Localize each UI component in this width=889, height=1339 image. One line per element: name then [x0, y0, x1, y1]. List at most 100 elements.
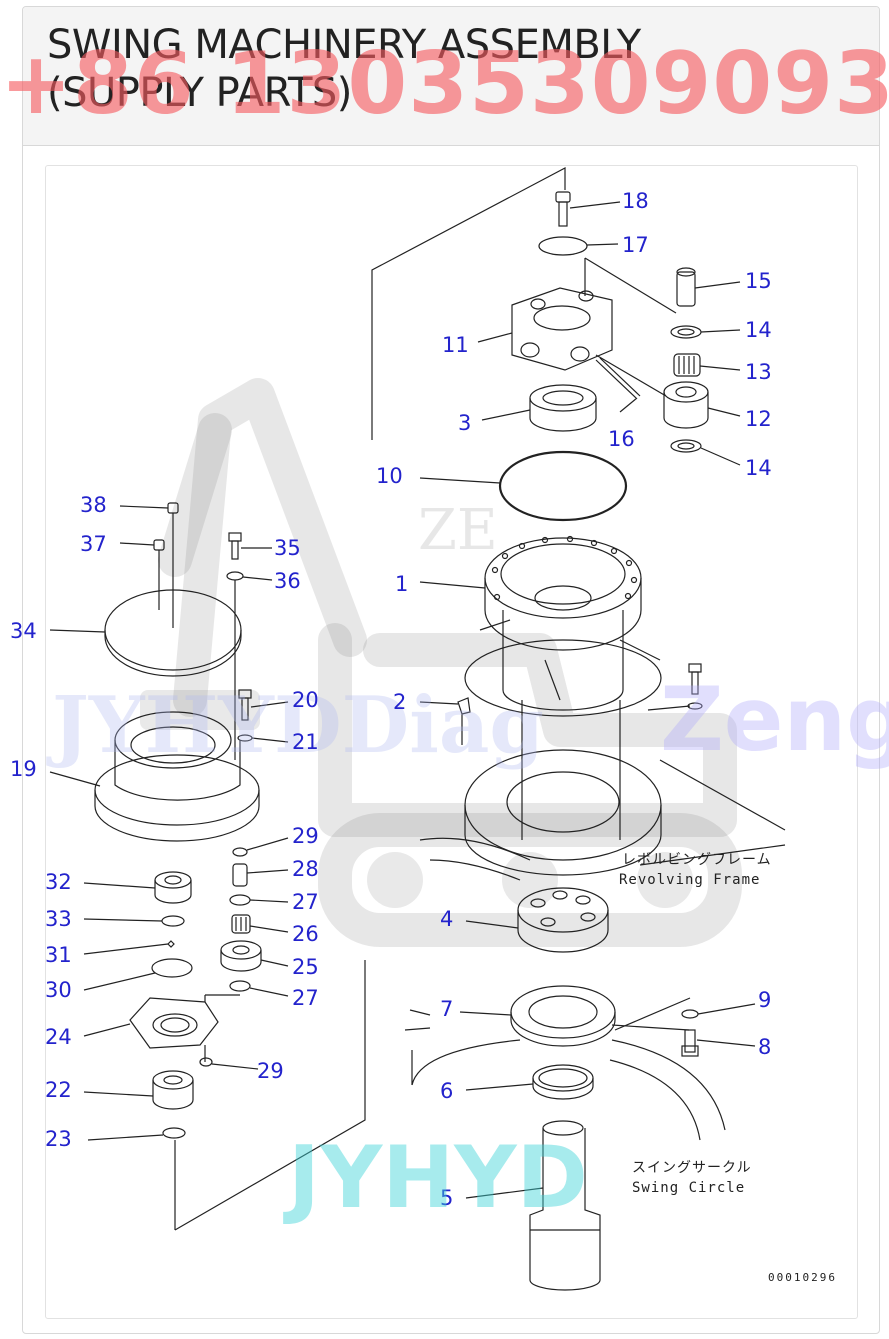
callout-24: 24: [45, 1025, 72, 1049]
part-16-pin: [595, 357, 641, 413]
part-6-seal: [465, 1064, 594, 1100]
callout-10: 10: [376, 464, 403, 488]
swing-circle-label-jp: スイングサークル: [632, 1160, 752, 1176]
callout-21: 21: [292, 730, 319, 754]
callout-34: 34: [10, 619, 37, 643]
part-7-cover: [459, 985, 616, 1047]
callout-32: 32: [45, 870, 72, 894]
title-line-1: SWING MACHINERY ASSEMBLY: [47, 22, 641, 68]
jyhyd-mid-watermark: JYHYDDiag: [52, 680, 544, 771]
callout-5: 5: [440, 1186, 454, 1210]
revolving-frame-outline: [419, 619, 786, 881]
part-34-cover-plate: [49, 589, 242, 677]
callout-35: 35: [274, 536, 301, 560]
part-13-needle-bearing: [673, 353, 741, 377]
part-3-bearing: [481, 384, 597, 432]
callout-28: 28: [292, 857, 319, 881]
frame-line-top: [371, 167, 566, 440]
jyhyd-watermark: JYHYD: [288, 1128, 588, 1228]
ze-logo-watermark: ZE: [418, 498, 498, 563]
callout-4: 4: [440, 907, 454, 931]
part-27-washer-bottom: [229, 980, 289, 997]
part-28-shaft: [232, 863, 289, 887]
part-20-bolt: [238, 689, 289, 721]
swing-circle-label-en: Swing Circle: [632, 1180, 746, 1196]
part-14-washer-top: [670, 325, 741, 339]
callout-13: 13: [745, 360, 772, 384]
callout-7: 7: [440, 997, 454, 1021]
callout-19: 19: [10, 757, 37, 781]
callout-23: 23: [45, 1127, 72, 1151]
part-10-o-ring: [419, 450, 628, 522]
zeng-watermark: Zeng: [660, 668, 889, 771]
callout-36: 36: [274, 569, 301, 593]
part-24-housing: [83, 994, 240, 1049]
part-8-bolt: [681, 1029, 756, 1057]
part-5-shaft: [465, 1120, 601, 1291]
callout-18: 18: [622, 189, 649, 213]
revolving-frame-label-jp: レボルビングフレーム: [622, 852, 772, 868]
callout-38: 38: [80, 493, 107, 517]
part-11-carrier: [477, 287, 613, 371]
drawing-code: 00010296: [768, 1271, 837, 1284]
callout-8: 8: [758, 1035, 772, 1059]
callout-15: 15: [745, 269, 772, 293]
part-1-case: [419, 535, 642, 711]
part-9-washer: [681, 1003, 756, 1019]
parts-diagram-frame: [45, 165, 858, 1319]
callout-16: 16: [608, 427, 635, 451]
callout-27-bottom: 27: [292, 986, 319, 1010]
callout-25: 25: [292, 955, 319, 979]
callout-33: 33: [45, 907, 72, 931]
callout-6: 6: [440, 1079, 454, 1103]
callout-29-bottom: 29: [257, 1059, 284, 1083]
part-19-ring-gear: [49, 711, 260, 842]
part-36-washer: [226, 571, 273, 760]
part-2-plug: [419, 697, 471, 745]
callout-17: 17: [622, 233, 649, 257]
callout-11: 11: [442, 333, 469, 357]
frame-line-bottom: [174, 960, 366, 1231]
callout-9: 9: [758, 988, 772, 1012]
callout-30: 30: [45, 978, 72, 1002]
part-23-shim: [87, 1127, 186, 1141]
callout-22: 22: [45, 1078, 72, 1102]
part-21-washer: [237, 734, 289, 743]
part-30-plate: [83, 958, 193, 991]
part-4-carrier: [465, 887, 609, 953]
swing-circle-outline: [404, 1009, 726, 1141]
callout-12: 12: [745, 407, 772, 431]
part-18-bolt: [555, 191, 621, 227]
callout-2: 2: [393, 690, 407, 714]
callout-29-top: 29: [292, 824, 319, 848]
part-37-plug: [119, 539, 165, 610]
title-line-2: (SUPPLY PARTS): [47, 70, 352, 116]
callout-37: 37: [80, 532, 107, 556]
callout-31: 31: [45, 943, 72, 967]
callout-26: 26: [292, 922, 319, 946]
callout-3: 3: [458, 411, 472, 435]
part-38-plug: [119, 502, 179, 628]
callout-14-bottom: 14: [745, 456, 772, 480]
part-15-pin: [676, 267, 741, 307]
card-header: SWING MACHINERY ASSEMBLY (SUPPLY PARTS): [23, 7, 879, 146]
part-29-snap-ring-bottom: [199, 1057, 259, 1070]
phone-watermark: +86 13035309093: [0, 34, 889, 134]
part-14-washer-bottom: [670, 439, 741, 466]
part-26-needle-bearing: [231, 914, 289, 934]
part-31-ball: [83, 940, 175, 955]
part-25-gear: [220, 940, 289, 972]
callout-1: 1: [395, 572, 409, 596]
frame-bolt: [647, 663, 703, 711]
callout-14-top: 14: [745, 318, 772, 342]
part-32-bearing: [83, 871, 192, 904]
page-title: SWING MACHINERY ASSEMBLY (SUPPLY PARTS): [47, 21, 641, 117]
part-33-shim: [83, 915, 185, 927]
part-17-plate: [538, 236, 619, 256]
revolving-frame-label-en: Revolving Frame: [619, 872, 761, 888]
part-35-bolt: [228, 532, 272, 560]
part-27-washer-top: [229, 894, 289, 906]
part-12-planet-gear: [663, 381, 741, 429]
part-29-snap-ring: [232, 837, 289, 857]
